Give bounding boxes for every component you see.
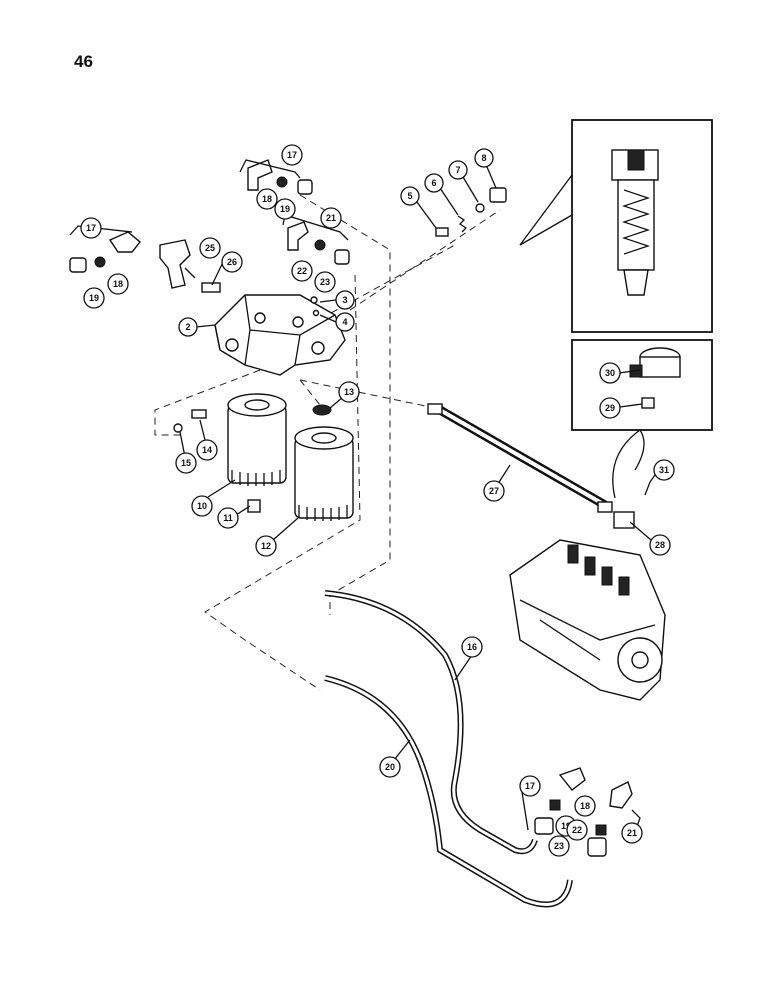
callout-21: 21 bbox=[320, 207, 342, 229]
svg-text:2: 2 bbox=[185, 322, 190, 332]
callout-22-lower: 22 bbox=[566, 819, 588, 841]
svg-text:30: 30 bbox=[605, 368, 615, 378]
svg-text:17: 17 bbox=[86, 223, 96, 233]
callout-18-left: 18 bbox=[107, 273, 129, 295]
svg-text:19: 19 bbox=[280, 204, 290, 214]
svg-text:15: 15 bbox=[181, 458, 191, 468]
callout-8: 8 bbox=[474, 148, 494, 168]
callout-7: 7 bbox=[448, 160, 468, 180]
svg-text:7: 7 bbox=[455, 165, 460, 175]
callout-19-left: 19 bbox=[83, 287, 105, 309]
callout-6: 6 bbox=[424, 173, 444, 193]
callout-3: 3 bbox=[335, 290, 355, 310]
svg-text:5: 5 bbox=[407, 191, 412, 201]
callout-20: 20 bbox=[379, 756, 401, 778]
callout-22: 22 bbox=[291, 260, 313, 282]
svg-text:23: 23 bbox=[320, 277, 330, 287]
svg-text:13: 13 bbox=[344, 387, 354, 397]
callout-12: 12 bbox=[255, 535, 277, 557]
svg-text:21: 21 bbox=[627, 828, 637, 838]
callout-10: 10 bbox=[191, 495, 213, 517]
small-parts bbox=[69, 159, 507, 513]
svg-text:17: 17 bbox=[287, 150, 297, 160]
svg-text:18: 18 bbox=[580, 801, 590, 811]
svg-text:31: 31 bbox=[659, 465, 669, 475]
svg-text:11: 11 bbox=[223, 513, 233, 523]
callout-2: 2 bbox=[178, 317, 198, 337]
svg-text:29: 29 bbox=[605, 403, 615, 413]
svg-text:22: 22 bbox=[297, 266, 307, 276]
lower-fittings bbox=[521, 767, 641, 857]
callout-17: 17 bbox=[281, 144, 303, 166]
callout-21-lower: 21 bbox=[621, 822, 643, 844]
callout-18-lower: 18 bbox=[574, 795, 596, 817]
callout-26: 26 bbox=[221, 251, 243, 273]
callout-15: 15 bbox=[175, 452, 197, 474]
fuel-hose-27 bbox=[427, 403, 613, 513]
svg-text:19: 19 bbox=[561, 821, 571, 831]
callout-11: 11 bbox=[217, 507, 239, 529]
callout-17-left: 17 bbox=[80, 217, 102, 239]
filter-head bbox=[214, 294, 346, 376]
svg-text:14: 14 bbox=[202, 445, 212, 455]
svg-text:23: 23 bbox=[554, 841, 564, 851]
bracket-lines bbox=[69, 159, 349, 241]
callout-27: 27 bbox=[483, 480, 505, 502]
svg-text:10: 10 bbox=[197, 501, 207, 511]
callout-5: 5 bbox=[400, 186, 420, 206]
svg-text:27: 27 bbox=[489, 486, 499, 496]
callout-25: 25 bbox=[199, 237, 221, 259]
gauge-inset bbox=[571, 339, 713, 499]
callout-23: 23 bbox=[314, 271, 336, 293]
svg-text:18: 18 bbox=[113, 279, 123, 289]
svg-text:20: 20 bbox=[385, 762, 395, 772]
svg-text:12: 12 bbox=[261, 541, 271, 551]
fuel-lines bbox=[324, 590, 573, 908]
callout-4: 4 bbox=[335, 312, 355, 332]
callout-17-lower: 17 bbox=[519, 775, 541, 797]
fuel-filter-10 bbox=[227, 393, 287, 486]
svg-text:26: 26 bbox=[227, 257, 237, 267]
injection-pump bbox=[509, 511, 666, 701]
svg-text:19: 19 bbox=[89, 293, 99, 303]
svg-text:6: 6 bbox=[431, 178, 436, 188]
svg-text:28: 28 bbox=[655, 540, 665, 550]
svg-text:21: 21 bbox=[326, 213, 336, 223]
callout-14: 14 bbox=[196, 439, 218, 461]
svg-text:18: 18 bbox=[262, 194, 272, 204]
svg-text:8: 8 bbox=[481, 153, 486, 163]
callout-23-lower: 23 bbox=[548, 835, 570, 857]
svg-text:16: 16 bbox=[467, 642, 477, 652]
callout-29: 29 bbox=[599, 397, 621, 419]
svg-text:3: 3 bbox=[342, 295, 347, 305]
callout-16: 16 bbox=[461, 636, 483, 658]
injector-cutaway-inset bbox=[519, 119, 713, 333]
svg-text:4: 4 bbox=[342, 317, 347, 327]
svg-text:22: 22 bbox=[572, 825, 582, 835]
callout-30: 30 bbox=[599, 362, 621, 384]
fuel-filter-12 bbox=[294, 426, 354, 521]
callout-31: 31 bbox=[653, 459, 675, 481]
callout-28: 28 bbox=[649, 534, 671, 556]
callout-19: 19 bbox=[274, 198, 296, 220]
callout-13: 13 bbox=[338, 381, 360, 403]
svg-text:17: 17 bbox=[525, 781, 535, 791]
svg-text:25: 25 bbox=[205, 243, 215, 253]
page-number: 46 bbox=[74, 52, 93, 71]
callout-18: 18 bbox=[256, 188, 278, 210]
